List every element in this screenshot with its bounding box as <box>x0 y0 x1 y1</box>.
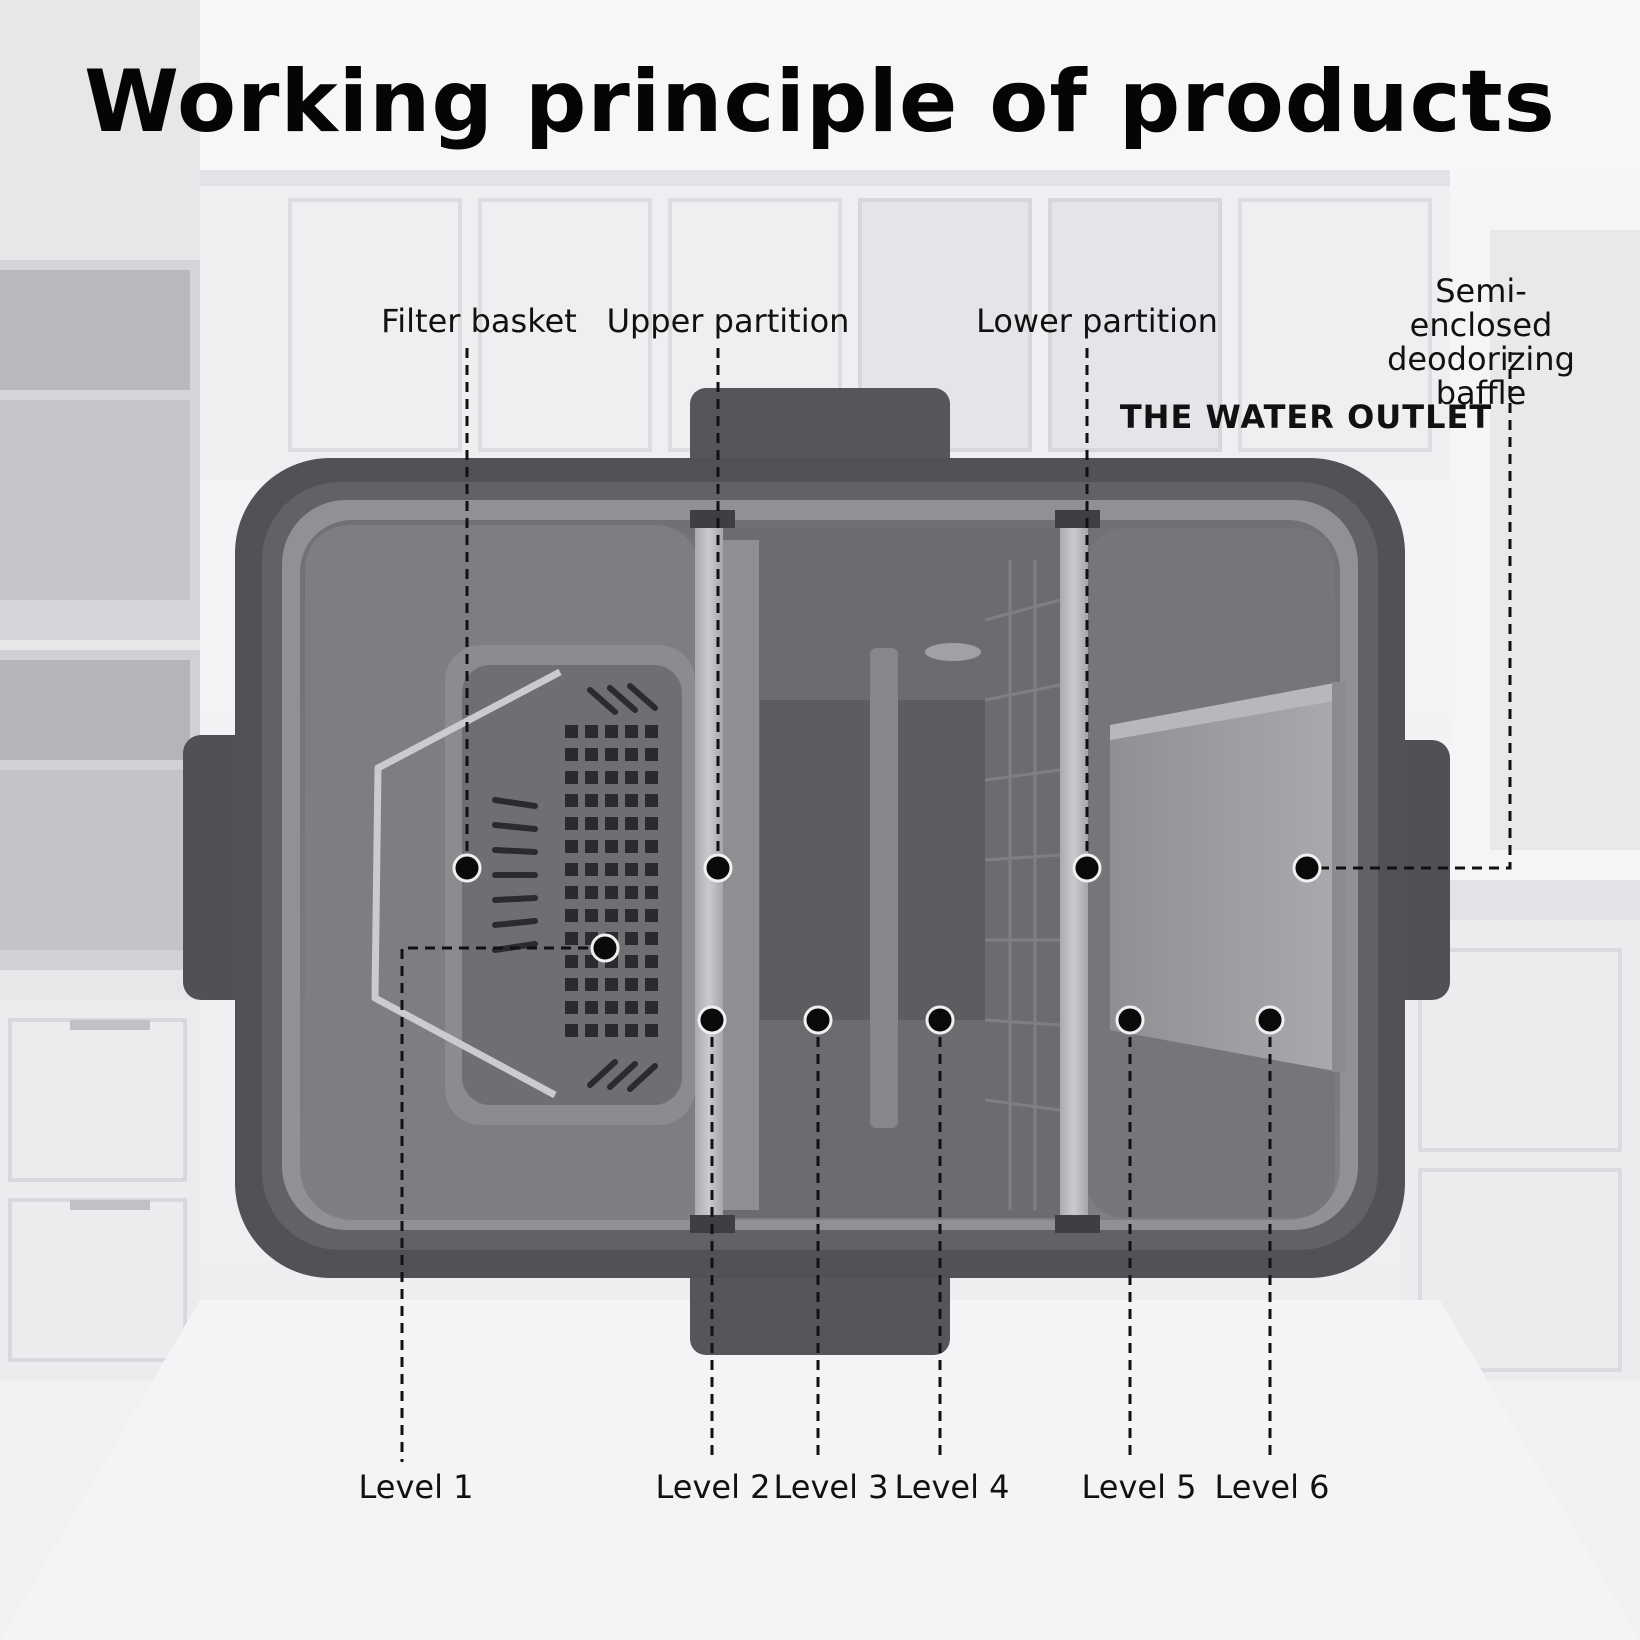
water-outlet-label: THE WATER OUTLET <box>1119 398 1493 436</box>
deodorizing-baffle <box>1110 682 1346 1072</box>
callout-markers <box>452 853 1322 1035</box>
filter-basket <box>371 645 695 1125</box>
filter-basket-label: Filter basket <box>381 302 577 340</box>
upper-partition-marker <box>703 853 733 883</box>
partitions <box>690 510 1100 1233</box>
callouts <box>400 348 1512 1462</box>
baffle-marker <box>1292 853 1322 883</box>
baffle-label: Semi-enclosed deodorizing baffle <box>1387 272 1575 412</box>
level-2-label: Level 2 <box>655 1468 771 1506</box>
filter-basket-marker <box>452 853 482 883</box>
lower-partition-marker <box>1072 853 1102 883</box>
page-title: Working principle of products <box>84 52 1556 152</box>
level-4-marker <box>925 1005 955 1035</box>
level-3-marker <box>803 1005 833 1035</box>
level-2-marker <box>697 1005 727 1035</box>
level-1-marker <box>590 933 620 963</box>
level-1-label: Level 1 <box>358 1468 474 1506</box>
level-3-label: Level 3 <box>773 1468 889 1506</box>
upper-partition-label: Upper partition <box>606 302 850 340</box>
level-4-label: Level 4 <box>894 1468 1010 1506</box>
level-5-marker <box>1115 1005 1145 1035</box>
level-6-marker <box>1255 1005 1285 1035</box>
level-6-label: Level 6 <box>1214 1468 1330 1506</box>
level-5-label: Level 5 <box>1081 1468 1197 1506</box>
lower-partition-label: Lower partition <box>976 302 1218 340</box>
